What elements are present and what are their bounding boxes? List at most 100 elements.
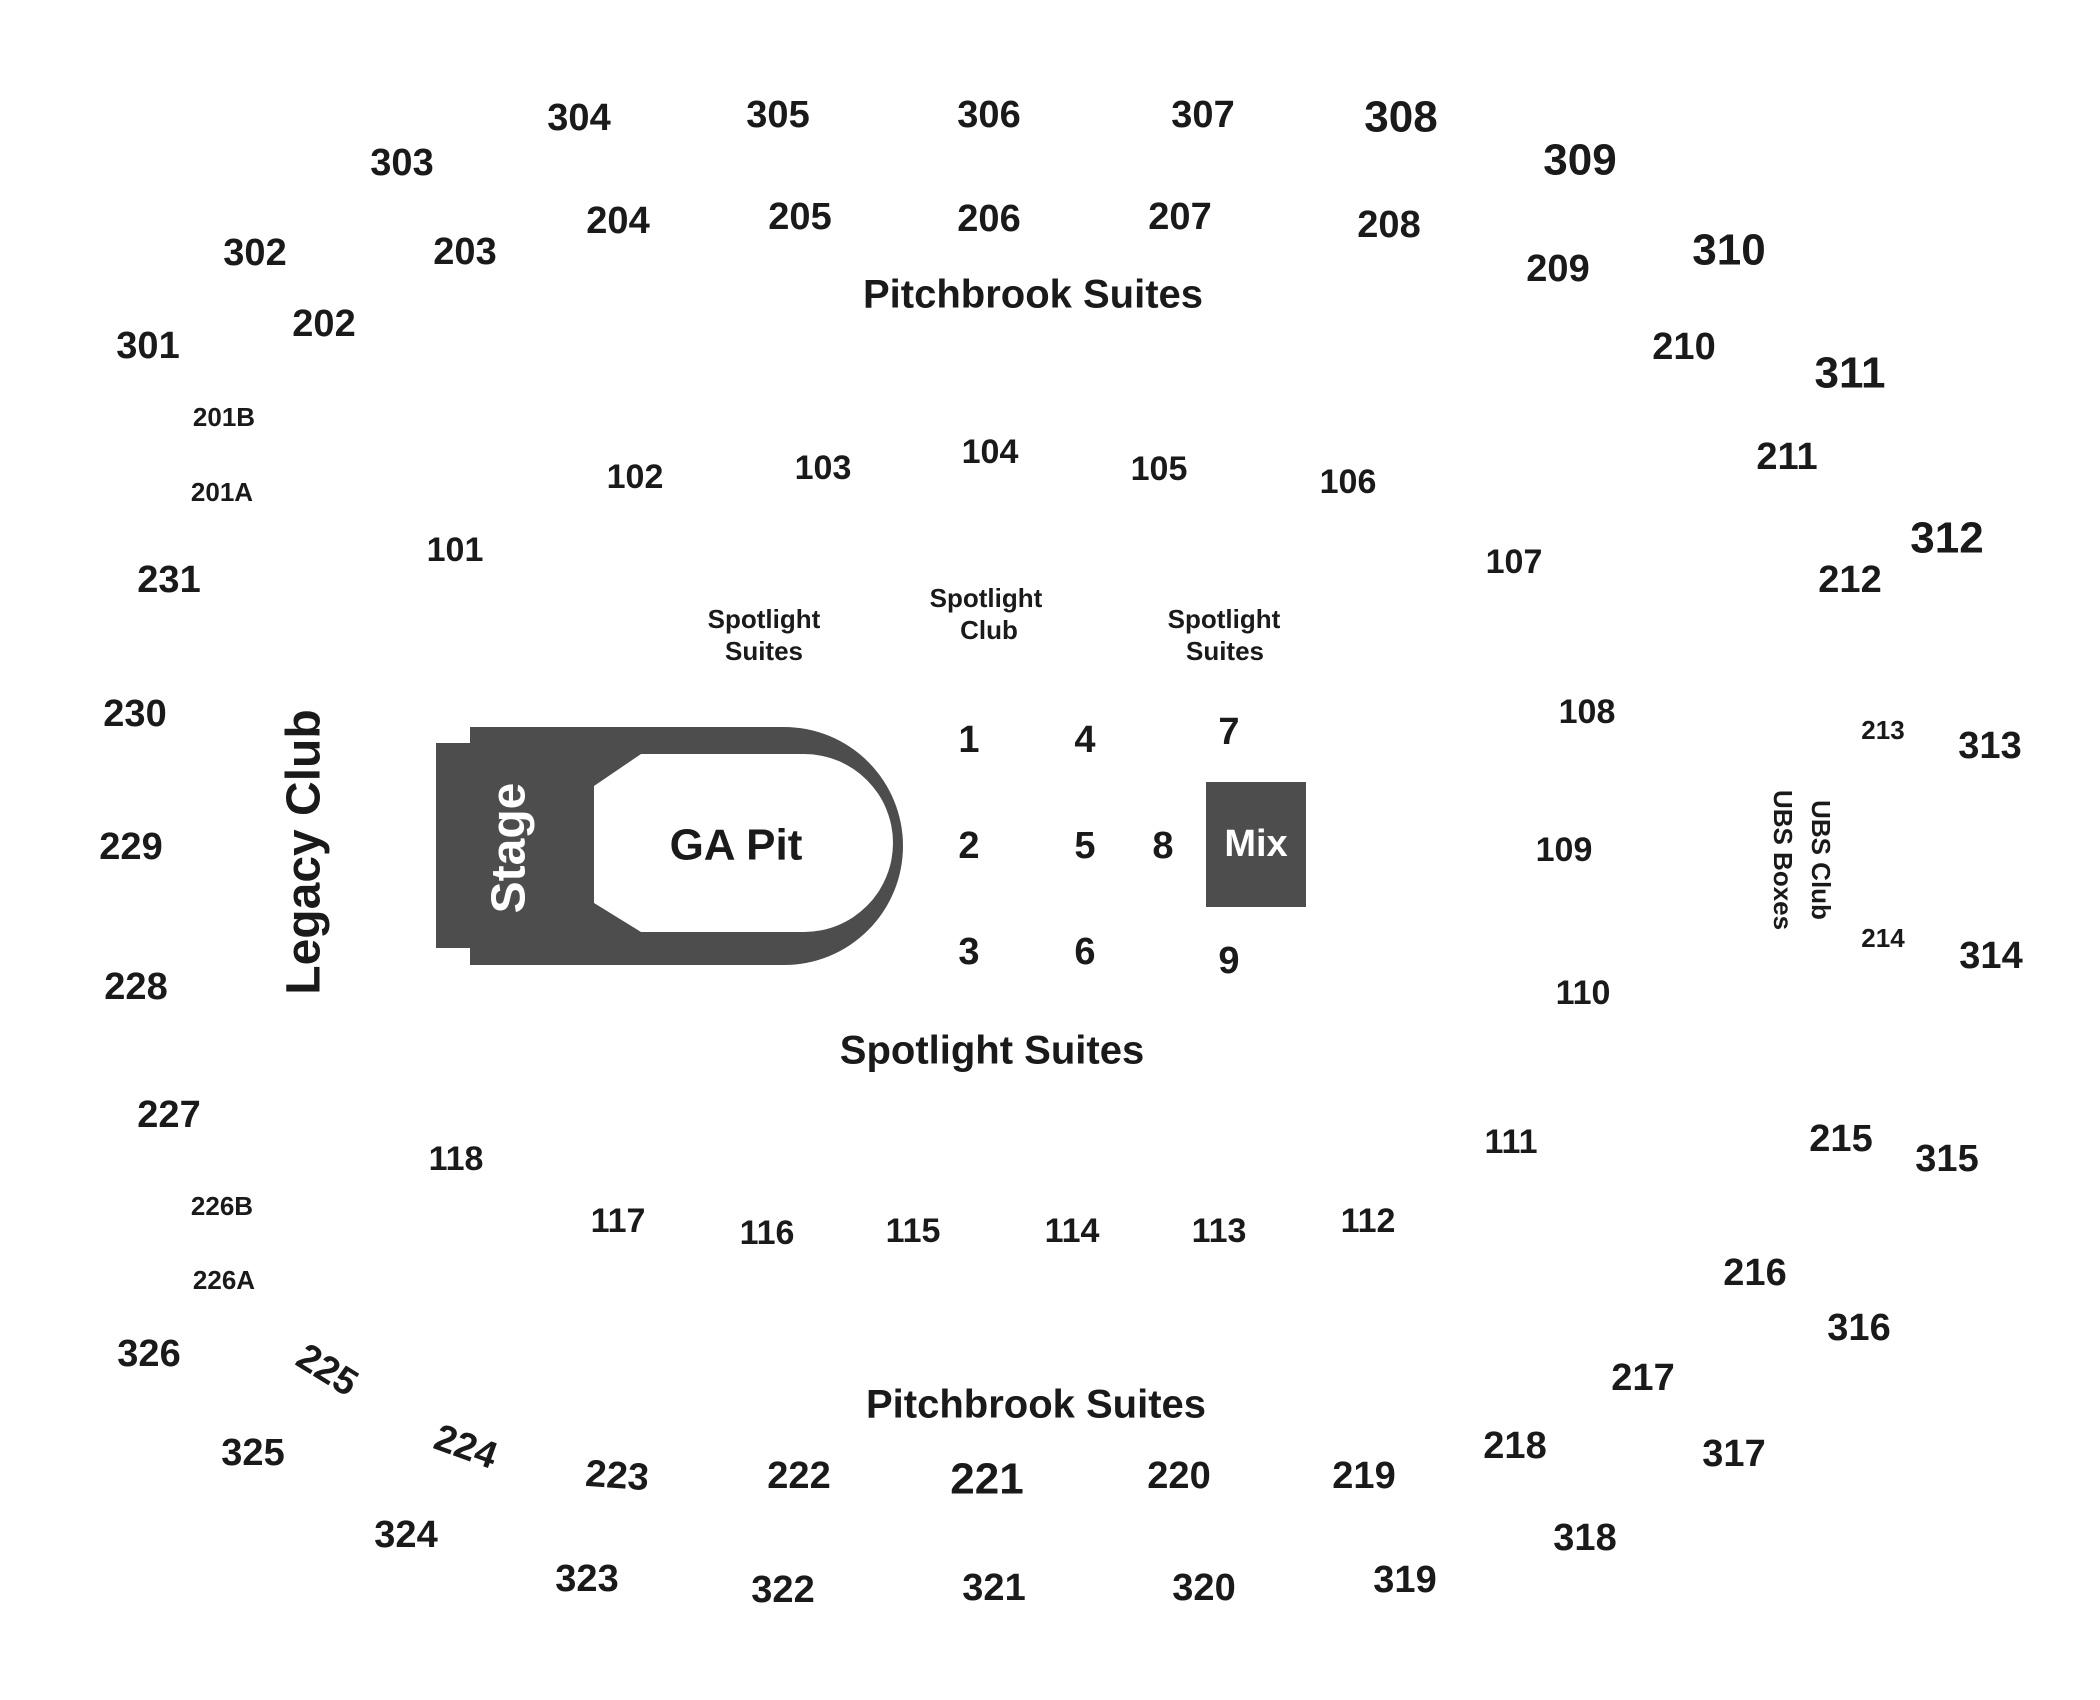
section-308[interactable]: 308 <box>1364 93 1437 142</box>
area-labels: Pitchbrook Suites Pitchbrook Suites Spot… <box>278 273 1836 1427</box>
section-321[interactable]: 321 <box>962 1567 1025 1609</box>
section-216[interactable]: 216 <box>1723 1252 1786 1294</box>
section-206[interactable]: 206 <box>957 198 1020 240</box>
ga-pit-label: GA Pit <box>670 821 803 870</box>
section-113[interactable]: 113 <box>1192 1212 1247 1250</box>
section-102[interactable]: 102 <box>607 458 664 496</box>
section-315[interactable]: 315 <box>1915 1138 1978 1180</box>
section-325[interactable]: 325 <box>221 1432 284 1474</box>
floor-section-2[interactable]: 2 <box>958 825 979 867</box>
section-317[interactable]: 317 <box>1702 1433 1765 1475</box>
floor-section-4[interactable]: 4 <box>1074 719 1095 761</box>
section-223[interactable]: 223 <box>584 1453 650 1499</box>
section-218[interactable]: 218 <box>1483 1425 1546 1467</box>
section-213[interactable]: 213 <box>1861 715 1904 745</box>
spotlight-club-label-1: Spotlight <box>930 583 1043 613</box>
mix-box[interactable] <box>1206 782 1306 907</box>
section-228[interactable]: 228 <box>104 966 167 1008</box>
section-324[interactable]: 324 <box>374 1514 437 1556</box>
section-212[interactable]: 212 <box>1818 559 1881 601</box>
section-210[interactable]: 210 <box>1652 326 1715 368</box>
section-105[interactable]: 105 <box>1131 450 1188 488</box>
section-205[interactable]: 205 <box>768 196 831 238</box>
section-117[interactable]: 117 <box>591 1202 646 1240</box>
floor-section-8[interactable]: 8 <box>1152 825 1173 867</box>
section-229[interactable]: 229 <box>99 826 162 868</box>
section-215[interactable]: 215 <box>1809 1118 1872 1160</box>
section-322[interactable]: 322 <box>751 1569 814 1611</box>
stage-area: Stage GA Pit <box>436 727 903 965</box>
section-109[interactable]: 109 <box>1536 831 1593 869</box>
section-202[interactable]: 202 <box>292 303 355 345</box>
floor-section-6[interactable]: 6 <box>1074 931 1095 973</box>
spotlight-suites-right-label-2: Suites <box>1186 636 1264 666</box>
section-302[interactable]: 302 <box>223 232 286 274</box>
floor-section-5[interactable]: 5 <box>1074 825 1095 867</box>
section-320[interactable]: 320 <box>1172 1567 1235 1609</box>
section-306[interactable]: 306 <box>957 94 1020 136</box>
section-110[interactable]: 110 <box>1556 974 1611 1012</box>
section-318[interactable]: 318 <box>1553 1517 1616 1559</box>
section-222[interactable]: 222 <box>767 1455 830 1497</box>
section-217[interactable]: 217 <box>1611 1357 1674 1399</box>
section-305[interactable]: 305 <box>746 94 809 136</box>
section-312[interactable]: 312 <box>1910 514 1983 563</box>
section-226B[interactable]: 226B <box>191 1191 253 1221</box>
pitchbrook-suites-bottom-label: Pitchbrook Suites <box>866 1383 1206 1427</box>
floor-section-3[interactable]: 3 <box>958 931 979 973</box>
section-104[interactable]: 104 <box>962 433 1019 471</box>
section-307[interactable]: 307 <box>1171 94 1234 136</box>
floor-section-7[interactable]: 7 <box>1218 711 1239 753</box>
section-112[interactable]: 112 <box>1341 1202 1396 1240</box>
section-323[interactable]: 323 <box>555 1558 618 1600</box>
section-207[interactable]: 207 <box>1148 196 1211 238</box>
section-227[interactable]: 227 <box>137 1094 200 1136</box>
section-301[interactable]: 301 <box>116 325 179 367</box>
section-319[interactable]: 319 <box>1373 1559 1436 1601</box>
section-313[interactable]: 313 <box>1958 725 2021 767</box>
sections-200-level: 201B 201A 202 203 204 205 206 207 208 20… <box>99 196 1905 1504</box>
sections-100-level: 101 102 103 104 105 106 107 108 109 110 … <box>427 433 1616 1252</box>
ga-pit-shape[interactable] <box>594 754 893 932</box>
section-303[interactable]: 303 <box>370 142 433 184</box>
section-214[interactable]: 214 <box>1861 923 1905 953</box>
section-220[interactable]: 220 <box>1147 1455 1210 1497</box>
section-107[interactable]: 107 <box>1486 543 1543 581</box>
legacy-club-label: Legacy Club <box>278 709 331 994</box>
section-118[interactable]: 118 <box>429 1140 484 1178</box>
section-326[interactable]: 326 <box>117 1333 180 1375</box>
section-209[interactable]: 209 <box>1526 248 1589 290</box>
section-309[interactable]: 309 <box>1543 136 1616 185</box>
section-116[interactable]: 116 <box>740 1214 795 1252</box>
section-208[interactable]: 208 <box>1357 204 1420 246</box>
section-316[interactable]: 316 <box>1827 1307 1890 1349</box>
section-204[interactable]: 204 <box>586 200 649 242</box>
section-101[interactable]: 101 <box>427 531 484 569</box>
floor-sections: 1 2 3 4 5 6 7 8 9 <box>958 711 1239 982</box>
floor-section-9[interactable]: 9 <box>1218 940 1239 982</box>
section-226A[interactable]: 226A <box>193 1265 255 1295</box>
section-225[interactable]: 225 <box>289 1336 365 1405</box>
section-201B[interactable]: 201B <box>193 402 255 432</box>
section-115[interactable]: 115 <box>886 1212 941 1250</box>
ubs-club-label: UBS Club <box>1806 800 1836 920</box>
section-108[interactable]: 108 <box>1559 693 1616 731</box>
stage-label: Stage <box>483 783 536 914</box>
section-231[interactable]: 231 <box>137 559 200 601</box>
section-219[interactable]: 219 <box>1332 1455 1395 1497</box>
section-314[interactable]: 314 <box>1959 935 2022 977</box>
section-114[interactable]: 114 <box>1045 1212 1100 1250</box>
section-221[interactable]: 221 <box>950 1455 1023 1504</box>
section-203[interactable]: 203 <box>433 231 496 273</box>
section-211[interactable]: 211 <box>1756 436 1817 478</box>
section-311[interactable]: 311 <box>1815 349 1886 398</box>
section-304[interactable]: 304 <box>547 97 610 139</box>
section-106[interactable]: 106 <box>1320 463 1377 501</box>
section-111[interactable]: 111 <box>1485 1123 1538 1161</box>
section-224[interactable]: 224 <box>429 1417 503 1478</box>
section-310[interactable]: 310 <box>1692 226 1765 275</box>
section-230[interactable]: 230 <box>103 693 166 735</box>
floor-section-1[interactable]: 1 <box>958 719 979 761</box>
section-103[interactable]: 103 <box>795 449 852 487</box>
section-201A[interactable]: 201A <box>191 477 253 507</box>
